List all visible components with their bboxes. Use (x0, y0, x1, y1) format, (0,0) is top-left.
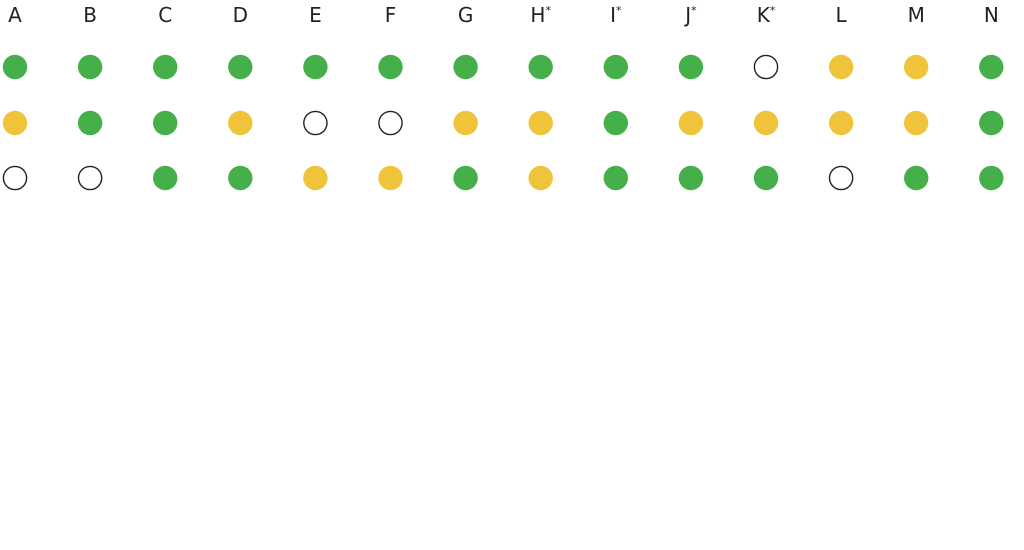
green-status-dot (77, 54, 103, 80)
column-letter: G (458, 3, 474, 27)
status-dots (2, 54, 1004, 191)
yellow-status-dot (378, 165, 403, 191)
yellow-status-dot (303, 165, 328, 191)
column-label: I* (610, 3, 622, 27)
yellow-status-dot (904, 54, 929, 80)
yellow-status-dot (453, 110, 478, 136)
column-label: H* (530, 3, 551, 27)
green-status-dot (453, 54, 478, 80)
column-label: D (233, 3, 248, 27)
green-status-dot (904, 165, 929, 191)
column-letter: E (309, 3, 322, 27)
column-label: N (984, 3, 999, 27)
green-status-dot (979, 110, 1004, 136)
column-label: G (458, 3, 474, 27)
empty-status-dot (77, 165, 103, 191)
column-label: J* (683, 3, 697, 27)
column-letter: M (908, 3, 925, 27)
yellow-status-dot (753, 110, 779, 136)
green-status-dot (979, 165, 1004, 191)
green-status-dot (153, 54, 178, 80)
green-status-dot (678, 54, 704, 80)
empty-status-dot (753, 54, 779, 80)
column-label: F (385, 3, 397, 27)
column-letter: H (530, 3, 545, 27)
column-letter: L (836, 3, 848, 27)
green-status-dot (603, 54, 628, 80)
green-status-dot (603, 165, 628, 191)
column-asterisk: * (770, 4, 776, 17)
column-letter: D (233, 3, 248, 27)
green-status-dot (378, 54, 403, 80)
column-asterisk: * (691, 4, 697, 17)
column-label: C (158, 3, 172, 27)
green-status-dot (77, 110, 103, 136)
column-label: L (836, 3, 848, 27)
column-label: K* (757, 3, 776, 27)
yellow-status-dot (528, 165, 553, 191)
column-letter: B (83, 3, 97, 27)
column-asterisk: * (545, 4, 551, 17)
empty-status-dot (2, 165, 28, 191)
empty-status-dot (828, 165, 854, 191)
green-status-dot (453, 165, 478, 191)
green-status-dot (303, 54, 328, 80)
green-status-dot (228, 165, 253, 191)
column-label: A (8, 3, 22, 27)
green-status-dot (753, 165, 779, 191)
empty-status-dot (303, 110, 328, 136)
yellow-status-dot (904, 110, 929, 136)
column-letter: N (984, 3, 999, 27)
yellow-status-dot (678, 110, 704, 136)
column-letter: F (385, 3, 397, 27)
green-status-dot (228, 54, 253, 80)
green-status-dot (603, 110, 628, 136)
column-asterisk: * (616, 4, 622, 17)
green-status-dot (153, 165, 178, 191)
column-letter: A (8, 3, 22, 27)
column-letter: K (757, 3, 771, 27)
green-status-dot (153, 110, 178, 136)
green-status-dot (678, 165, 704, 191)
column-label: B (83, 3, 97, 27)
green-status-dot (528, 54, 553, 80)
yellow-status-dot (2, 110, 28, 136)
column-letter: J (683, 3, 691, 27)
column-label: M (908, 3, 925, 27)
column-letter: C (158, 3, 172, 27)
column-letter: I (610, 3, 616, 27)
green-status-dot (979, 54, 1004, 80)
yellow-status-dot (228, 110, 253, 136)
yellow-status-dot (828, 110, 854, 136)
empty-status-dot (378, 110, 403, 136)
green-status-dot (2, 54, 28, 80)
yellow-status-dot (828, 54, 854, 80)
column-label: E (309, 3, 322, 27)
yellow-status-dot (528, 110, 553, 136)
